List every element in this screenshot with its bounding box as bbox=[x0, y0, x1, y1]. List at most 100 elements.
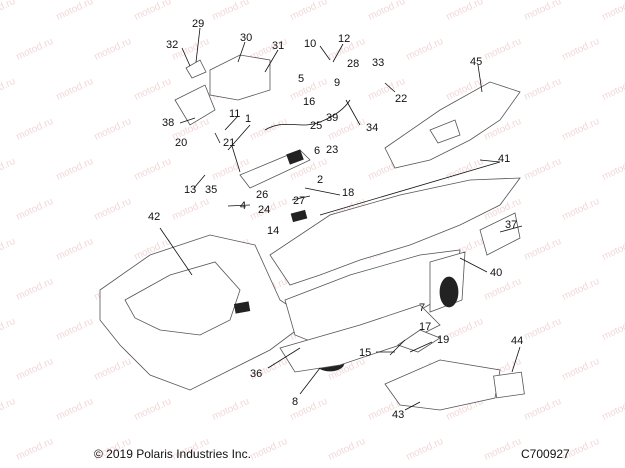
watermark-text: motod.ru bbox=[601, 316, 625, 343]
copyright-notice: © 2019 Polaris Industries Inc. bbox=[94, 447, 251, 461]
callout-18: 18 bbox=[342, 187, 354, 199]
watermark-text: motod.ru bbox=[483, 36, 523, 63]
diagram-code: C700927 bbox=[521, 447, 570, 461]
callout-14: 14 bbox=[267, 225, 279, 237]
watermark-text: motod.ru bbox=[327, 436, 367, 463]
watermark-text: motod.ru bbox=[15, 36, 55, 63]
watermark-text: motod.ru bbox=[15, 436, 55, 463]
callout-22: 22 bbox=[395, 93, 407, 105]
watermark-text: motod.ru bbox=[15, 196, 55, 223]
part-gauge-housing bbox=[209, 54, 271, 101]
watermark-text: motod.ru bbox=[211, 0, 251, 23]
callout-27: 27 bbox=[293, 195, 305, 207]
watermark-text: motod.ru bbox=[15, 276, 55, 303]
watermark-text: motod.ru bbox=[15, 356, 55, 383]
callout-8: 8 bbox=[292, 396, 298, 408]
leader-lines bbox=[159, 27, 523, 411]
callout-2: 2 bbox=[317, 174, 323, 186]
watermark-text: motod.ru bbox=[93, 36, 133, 63]
callout-6: 6 bbox=[314, 145, 320, 157]
watermark-text: motod.ru bbox=[523, 76, 563, 103]
watermark-text: motod.ru bbox=[523, 0, 563, 23]
callout-45: 45 bbox=[470, 56, 482, 68]
watermark-text: motod.ru bbox=[561, 356, 601, 383]
watermark-text: motod.ru bbox=[445, 0, 485, 23]
callout-19: 19 bbox=[437, 334, 449, 346]
part-switch bbox=[290, 209, 308, 223]
watermark-text: motod.ru bbox=[405, 36, 445, 63]
callout-32: 32 bbox=[166, 39, 178, 51]
watermark-text: motod.ru bbox=[483, 276, 523, 303]
watermark-text: motod.ru bbox=[523, 396, 563, 423]
watermark-text: motod.ru bbox=[249, 116, 289, 143]
watermark-text: motod.ru bbox=[133, 0, 173, 23]
callout-15: 15 bbox=[359, 347, 371, 359]
callout-20: 20 bbox=[175, 137, 187, 149]
watermark-text: motod.ru bbox=[15, 116, 55, 143]
watermark-text: motod.ru bbox=[0, 76, 17, 103]
watermark-text: motod.ru bbox=[367, 0, 407, 23]
callout-40: 40 bbox=[490, 267, 502, 279]
callout-28: 28 bbox=[347, 58, 359, 70]
callout-24: 24 bbox=[258, 204, 270, 216]
watermark-text: motod.ru bbox=[601, 76, 625, 103]
watermark-text: motod.ru bbox=[55, 396, 95, 423]
callout-29: 29 bbox=[192, 18, 204, 30]
watermark-text: motod.ru bbox=[0, 316, 17, 343]
callout-44: 44 bbox=[511, 335, 523, 347]
watermark-text: motod.ru bbox=[445, 316, 485, 343]
callout-39: 39 bbox=[326, 112, 338, 124]
watermark-text: motod.ru bbox=[93, 116, 133, 143]
watermark-text: motod.ru bbox=[0, 396, 17, 423]
part-dash-body bbox=[269, 177, 521, 286]
watermark-text: motod.ru bbox=[523, 236, 563, 263]
callout-labels: 29 30 31 32 10 12 28 33 45 5 9 22 16 39 … bbox=[148, 18, 523, 421]
callout-36: 36 bbox=[250, 368, 262, 380]
watermark-text: motod.ru bbox=[133, 76, 173, 103]
watermark-text: motod.ru bbox=[561, 196, 601, 223]
callout-11: 11 bbox=[229, 108, 240, 120]
callout-5: 5 bbox=[298, 73, 304, 85]
parts-drawing bbox=[99, 54, 525, 411]
watermark-text: motod.ru bbox=[601, 236, 625, 263]
watermark-text: motod.ru bbox=[523, 316, 563, 343]
part-side-panel-inner bbox=[124, 261, 241, 336]
callout-9: 9 bbox=[334, 77, 340, 89]
callout-16: 16 bbox=[303, 96, 315, 108]
callout-17: 17 bbox=[419, 321, 431, 333]
callout-13: 13 bbox=[184, 184, 196, 196]
part-floor-tray bbox=[384, 359, 501, 411]
part-upper-dash-vent bbox=[429, 119, 461, 144]
watermark-text: motod.ru bbox=[561, 36, 601, 63]
part-small-bezel bbox=[185, 59, 207, 79]
callout-30: 30 bbox=[240, 32, 252, 44]
watermark-text: motod.ru bbox=[55, 0, 95, 23]
callout-21: 21 bbox=[223, 137, 235, 149]
watermark-text: motod.ru bbox=[55, 156, 95, 183]
watermark-text: motod.ru bbox=[55, 316, 95, 343]
watermark-text: motod.ru bbox=[601, 0, 625, 23]
callout-4: 4 bbox=[240, 200, 246, 212]
callout-31: 31 bbox=[272, 40, 284, 52]
watermark-text: motod.ru bbox=[211, 396, 251, 423]
watermark-text: motod.ru bbox=[561, 116, 601, 143]
watermark-text: motod.ru bbox=[0, 236, 17, 263]
watermark-text: motod.ru bbox=[55, 236, 95, 263]
watermark-text: motod.ru bbox=[93, 196, 133, 223]
watermark-text: motod.ru bbox=[171, 196, 211, 223]
part-rod bbox=[319, 161, 501, 216]
callout-33: 33 bbox=[372, 57, 384, 69]
watermark-text: motod.ru bbox=[55, 76, 95, 103]
part-speaker-right bbox=[439, 276, 459, 308]
part-side-panel-grille bbox=[233, 301, 251, 314]
callout-43: 43 bbox=[392, 409, 404, 421]
watermark-text: motod.ru bbox=[483, 436, 523, 463]
callout-12: 12 bbox=[338, 33, 350, 45]
watermark-text: motod.ru bbox=[445, 156, 485, 183]
callout-23: 23 bbox=[326, 144, 338, 156]
part-grille bbox=[493, 371, 525, 399]
watermark-text: motod.ru bbox=[601, 156, 625, 183]
part-dash-vent bbox=[479, 212, 521, 256]
watermark-text: motod.ru bbox=[601, 396, 625, 423]
